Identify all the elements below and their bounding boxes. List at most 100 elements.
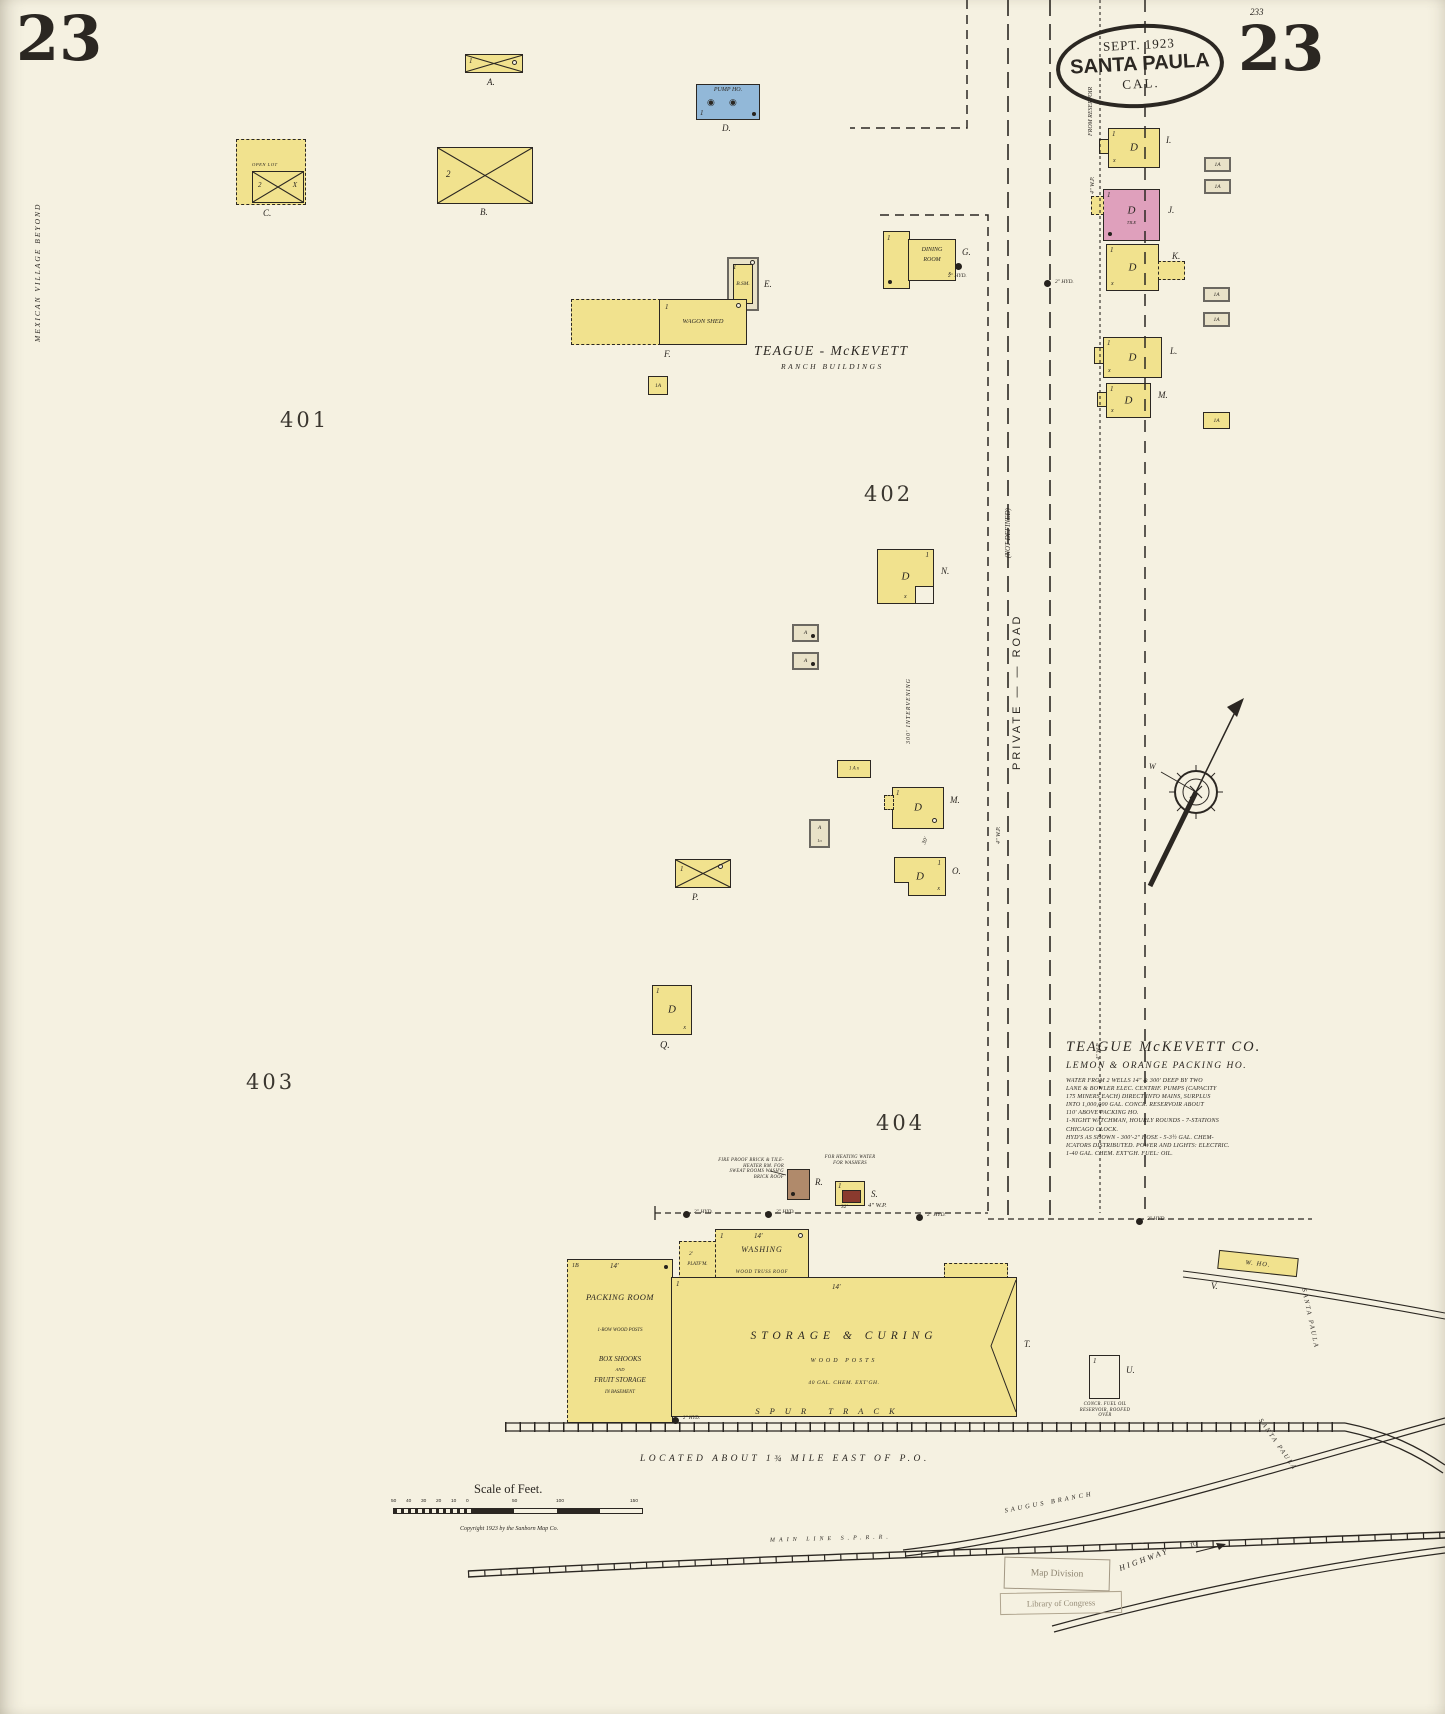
story-count: 1 bbox=[1107, 339, 1111, 347]
hydrant-label: 2" HYD. bbox=[1147, 1216, 1166, 1222]
company-note-line: WATER FROM 2 WELLS 14" & 300' DEEP BY TW… bbox=[1066, 1078, 1203, 1084]
scale-mark: 40 bbox=[406, 1499, 412, 1504]
dwelling-i-porch bbox=[1099, 139, 1109, 154]
dwelling-n-label: N. bbox=[941, 566, 950, 576]
window-mark bbox=[718, 864, 723, 869]
shed-a-m1: A bbox=[792, 624, 819, 642]
note-line: BRICK ROOF bbox=[753, 1174, 784, 1180]
building-s-label: S. bbox=[871, 1189, 878, 1199]
story-count: 1 bbox=[925, 551, 930, 559]
road-not-defined-label: (NOT DEFINED) bbox=[1004, 508, 1012, 558]
scale-bar-coarse bbox=[471, 1509, 642, 1513]
hydrant-dot bbox=[916, 1214, 923, 1221]
dwelling-j-label: J. bbox=[1168, 205, 1175, 215]
roof-mark: x bbox=[1111, 408, 1114, 414]
basement-note: IN BASEMENT bbox=[605, 1390, 635, 1395]
distance-30ft: 30' bbox=[921, 836, 930, 846]
shed-text: 1A bbox=[654, 382, 662, 389]
company-subtitle: LEMON & ORANGE PACKING HO. bbox=[1066, 1060, 1248, 1071]
stamp-line: Library of Congress bbox=[1026, 1597, 1096, 1609]
hydrant-dot bbox=[765, 1211, 772, 1218]
hydrant-label: 2" HYD. bbox=[694, 1209, 713, 1215]
note-line: FIRE PROOF BRICK & TILE- bbox=[718, 1158, 784, 1163]
company-note-line: 1-40 GAL. CHEM. EXT'GH. FUEL: OIL. bbox=[1066, 1150, 1173, 1157]
tile-note: TILE bbox=[1126, 220, 1137, 225]
main-line-label: MAIN LINE S.P.R.R. bbox=[769, 1534, 892, 1544]
story-count: 1 bbox=[700, 109, 704, 117]
dining-room-label: G. bbox=[962, 247, 971, 257]
company-note-line: 1-NIGHT WATCHMAN, HOURLY ROUNDS - 7-STAT… bbox=[1066, 1118, 1219, 1125]
dwelling-mark: D bbox=[1130, 141, 1138, 154]
building-a-label: A. bbox=[487, 77, 495, 87]
building-r-label: R. bbox=[815, 1177, 823, 1187]
dwelling-i-label: I. bbox=[1166, 135, 1172, 145]
wagon-shed: 1 WAGON SHED bbox=[659, 299, 747, 345]
story-count: 1 bbox=[676, 1280, 680, 1288]
shed-text: A bbox=[803, 658, 808, 664]
blacksmith-name: B.SM. bbox=[736, 281, 750, 287]
story-count: 2 bbox=[446, 169, 451, 179]
block-403: 403 bbox=[246, 1070, 296, 1094]
story-count: 1 bbox=[1110, 246, 1114, 254]
building-b-label: B. bbox=[480, 207, 488, 217]
hydrant-dot bbox=[955, 263, 962, 270]
story-count: 1 bbox=[1093, 1357, 1097, 1365]
story-count: 1 bbox=[1110, 385, 1114, 393]
window-mark bbox=[736, 303, 741, 308]
note-line: OVER bbox=[1098, 1413, 1112, 1419]
story-count: 1 bbox=[680, 865, 684, 873]
date-place-stamp: SEPT. 1923 SANTA PAULA CAL. bbox=[1053, 19, 1227, 113]
dwelling-l-label: L. bbox=[1170, 346, 1178, 356]
dwelling-j-porch bbox=[1091, 196, 1104, 215]
dwelling-l: 1 D x bbox=[1103, 337, 1162, 378]
story-count: 1 bbox=[665, 303, 669, 311]
copyright-note: Copyright 1923 by the Sanborn Map Co. bbox=[460, 1526, 559, 1532]
shed-text: 1A bbox=[1214, 183, 1221, 190]
scale-mark: 150 bbox=[630, 1499, 639, 1504]
hydrant-dot bbox=[672, 1417, 679, 1424]
window-mark bbox=[798, 1233, 803, 1238]
roof-mark: x bbox=[904, 594, 907, 600]
marker-dot bbox=[664, 1265, 668, 1269]
highway-label: HIGHWAY bbox=[1117, 1546, 1171, 1573]
wagon-shed-open-part bbox=[571, 299, 661, 345]
library-stamp-box-2: Library of Congress bbox=[999, 1590, 1123, 1616]
page-ref: 233 bbox=[1250, 7, 1264, 17]
shed-text: 1A bbox=[1213, 316, 1220, 323]
compass-west-label: W bbox=[1149, 762, 1156, 771]
building-s-note: FOR HEATING WATER FOR WASHERS bbox=[806, 1155, 894, 1166]
marker-dot bbox=[811, 634, 815, 638]
located-note: LOCATED ABOUT 1¾ MILE EAST OF P.O. bbox=[640, 1454, 930, 1464]
hydrant-dot bbox=[683, 1211, 690, 1218]
margin-note-mexican-village: MEXICAN VILLAGE BEYOND bbox=[33, 202, 42, 342]
wagon-shed-label: F. bbox=[664, 349, 671, 359]
dwelling-mark: D bbox=[916, 869, 924, 882]
roof-mark: X bbox=[292, 181, 297, 189]
library-stamp-box: Map Division bbox=[1003, 1556, 1111, 1592]
scale-mark: 50 bbox=[512, 1499, 518, 1504]
note-line: FOR WASHERS bbox=[833, 1160, 867, 1166]
dwelling-mark: D bbox=[901, 569, 910, 582]
shed-subtext: 1o bbox=[817, 838, 822, 843]
story-count: 1 bbox=[469, 57, 473, 65]
shed-a-r5: 1A bbox=[1203, 412, 1230, 429]
packing-room-building: 1B 14' PACKING ROOM 1-ROW WOOD POSTS BOX… bbox=[567, 1259, 673, 1423]
story-count: 2 bbox=[258, 181, 262, 189]
dwelling-m1: 1 D x bbox=[1106, 383, 1151, 418]
sheet-number-left: 23 bbox=[16, 2, 103, 75]
note-line: FOR HEATING WATER bbox=[824, 1155, 876, 1160]
packing-room-name: PACKING ROOM bbox=[586, 1292, 654, 1302]
window-mark bbox=[512, 60, 517, 65]
dwelling-mark: D bbox=[914, 801, 922, 814]
intervening-note: 300' INTERVENING bbox=[906, 677, 912, 744]
note-line: RESERVOIR, ROOFED bbox=[1079, 1407, 1131, 1413]
company-note-line: HYD'S AS SHOWN - 300'-2" HOSE - 5-3½ GAL… bbox=[1066, 1134, 1214, 1141]
spur-track-label: SPUR TRACK bbox=[755, 1406, 905, 1416]
dining-room-name-1: DINING bbox=[921, 247, 943, 253]
building-p: 1 bbox=[675, 859, 731, 888]
open-lot-note: OPEN LOT bbox=[252, 162, 278, 167]
pump-house: PUMP HO. ◉ ◉ 1 bbox=[696, 84, 760, 120]
marker-dot bbox=[888, 280, 892, 284]
dining-room-wing: 1 bbox=[883, 231, 910, 289]
dwelling-j: 1 D TILE bbox=[1103, 189, 1160, 241]
